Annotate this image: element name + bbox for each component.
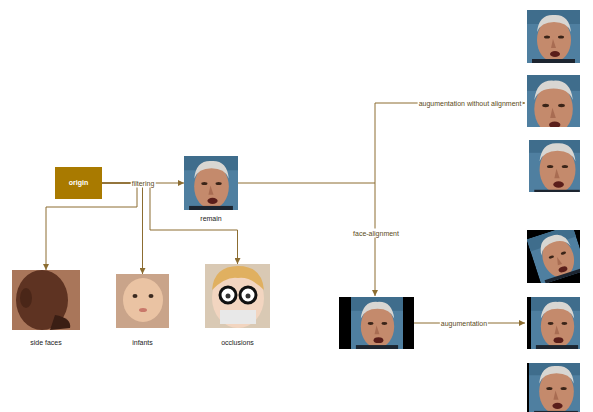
edge-label: filtering bbox=[131, 179, 156, 188]
flow-label: augumentation bbox=[440, 319, 488, 328]
face-photo bbox=[184, 156, 238, 210]
face-photo bbox=[527, 297, 583, 349]
face-photo bbox=[527, 225, 587, 285]
face-photo bbox=[527, 361, 583, 412]
connector-arrow bbox=[102, 183, 143, 274]
face-photo bbox=[205, 264, 270, 328]
face-photo bbox=[523, 75, 583, 135]
connector-arrow bbox=[102, 183, 238, 264]
image-caption: remain bbox=[184, 214, 238, 224]
face-photo bbox=[339, 297, 414, 349]
image-node: remain bbox=[184, 156, 238, 224]
face-photo bbox=[116, 274, 169, 328]
image-caption: infants bbox=[116, 338, 169, 348]
image-caption: occlusions bbox=[205, 338, 270, 348]
flow-label: augumentation without alignment bbox=[418, 99, 523, 108]
face-photo bbox=[529, 138, 585, 194]
flow-label: face-alignment bbox=[352, 229, 400, 238]
image-node: occlusions bbox=[205, 264, 270, 348]
flow-line bbox=[375, 183, 376, 296]
process-box: origin bbox=[55, 167, 102, 199]
image-caption: side faces bbox=[12, 338, 80, 348]
face-photo bbox=[527, 10, 580, 63]
image-node: infants bbox=[116, 274, 169, 348]
box-label: origin bbox=[69, 178, 88, 188]
flow-line bbox=[238, 103, 525, 183]
image-node: side faces bbox=[12, 270, 80, 348]
face-photo bbox=[12, 270, 80, 330]
